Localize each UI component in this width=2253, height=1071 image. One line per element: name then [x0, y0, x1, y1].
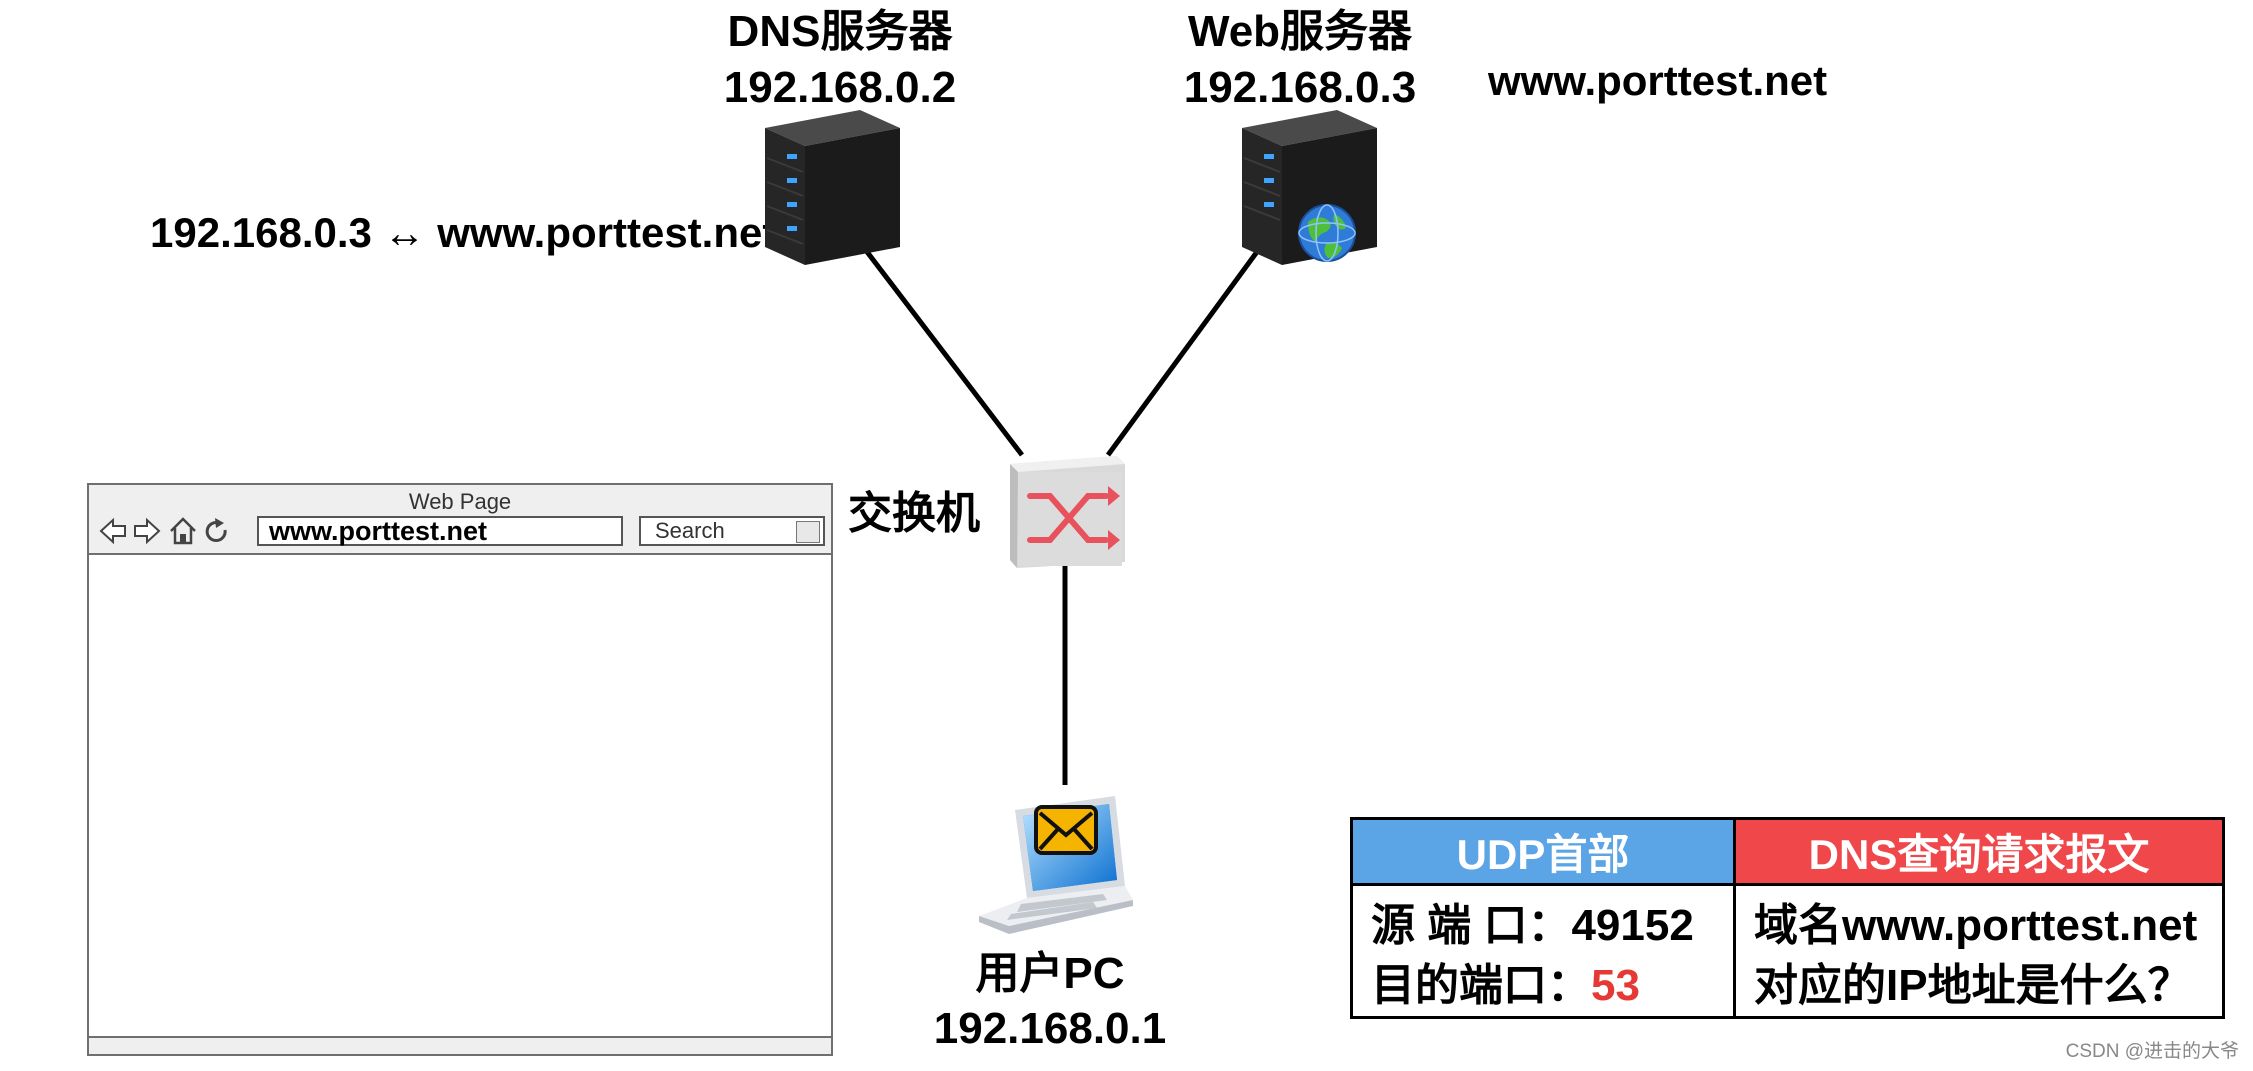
dns-query-column: DNS查询请求报文 域名www.porttest.net 对应的IP地址是什么？ [1736, 820, 2222, 1016]
switch-icon [1010, 456, 1125, 568]
address-bar[interactable]: www.porttest.net [257, 516, 623, 546]
web-server-ip: 192.168.0.3 [1183, 63, 1417, 112]
dns-query-line1: 域名www.porttest.net [1754, 901, 2198, 950]
forward-icon[interactable] [134, 517, 161, 545]
src-port-value: 49152 [1571, 901, 1694, 950]
dns-mapping-text: 192.168.0.3 ↔ www.porttest.net [150, 209, 777, 256]
search-icon[interactable] [796, 521, 820, 543]
src-port-label: 源 端 口： [1371, 901, 1572, 950]
web-server-domain: www.porttest.net [1488, 57, 1828, 104]
dst-port-value: 53 [1591, 961, 1640, 1010]
reload-icon[interactable] [205, 518, 227, 542]
dns-server-icon [765, 110, 900, 265]
dst-port-label: 目的端口： [1371, 961, 1591, 1010]
search-box[interactable]: Search [639, 516, 825, 546]
udp-header-column: UDP首部 源 端 口：49152 目的端口：53 [1353, 820, 1736, 1016]
home-icon[interactable] [170, 517, 196, 545]
src-port-row: 源 端 口：49152 [1371, 896, 1733, 956]
switch-arrows-icon [1027, 493, 1109, 543]
back-icon[interactable] [99, 517, 126, 545]
globe-icon [1298, 204, 1356, 262]
browser-title: Web Page [408, 489, 512, 514]
web-server-icon [1242, 110, 1377, 265]
browser-nav-buttons [99, 517, 227, 545]
link-web-switch [1105, 243, 1265, 457]
dns-server-ip: 192.168.0.2 [723, 63, 957, 112]
browser-statusbar [89, 1036, 831, 1054]
watermark: CSDN @进击的大爷 [2065, 1041, 2239, 1062]
udp-header-title: UDP首部 [1353, 820, 1733, 886]
dst-port-row: 目的端口：53 [1371, 956, 1733, 1016]
envelope-icon [1034, 805, 1098, 855]
dns-query-line2: 对应的IP地址是什么？ [1754, 961, 2192, 1010]
web-server-title: Web服务器 [1187, 7, 1413, 56]
udp-header-body: 源 端 口：49152 目的端口：53 [1353, 886, 1733, 1016]
link-dns-switch [856, 238, 1024, 457]
switch-label: 交换机 [848, 489, 980, 538]
search-placeholder: Search [655, 518, 725, 543]
user-pc-title: 用户PC [975, 949, 1125, 998]
browser-window: Web Page www.porttest.net Search [87, 483, 833, 1056]
dns-message-table: UDP首部 源 端 口：49152 目的端口：53 DNS查询请求报文 域名ww… [1350, 817, 2225, 1019]
dns-query-title: DNS查询请求报文 [1736, 820, 2222, 886]
user-pc-ip: 192.168.0.1 [933, 1004, 1167, 1053]
browser-titlebar: Web Page www.porttest.net Search [89, 485, 831, 555]
dns-server-title: DNS服务器 [727, 7, 953, 56]
dns-query-body: 域名www.porttest.net 对应的IP地址是什么？ [1736, 886, 2222, 1016]
